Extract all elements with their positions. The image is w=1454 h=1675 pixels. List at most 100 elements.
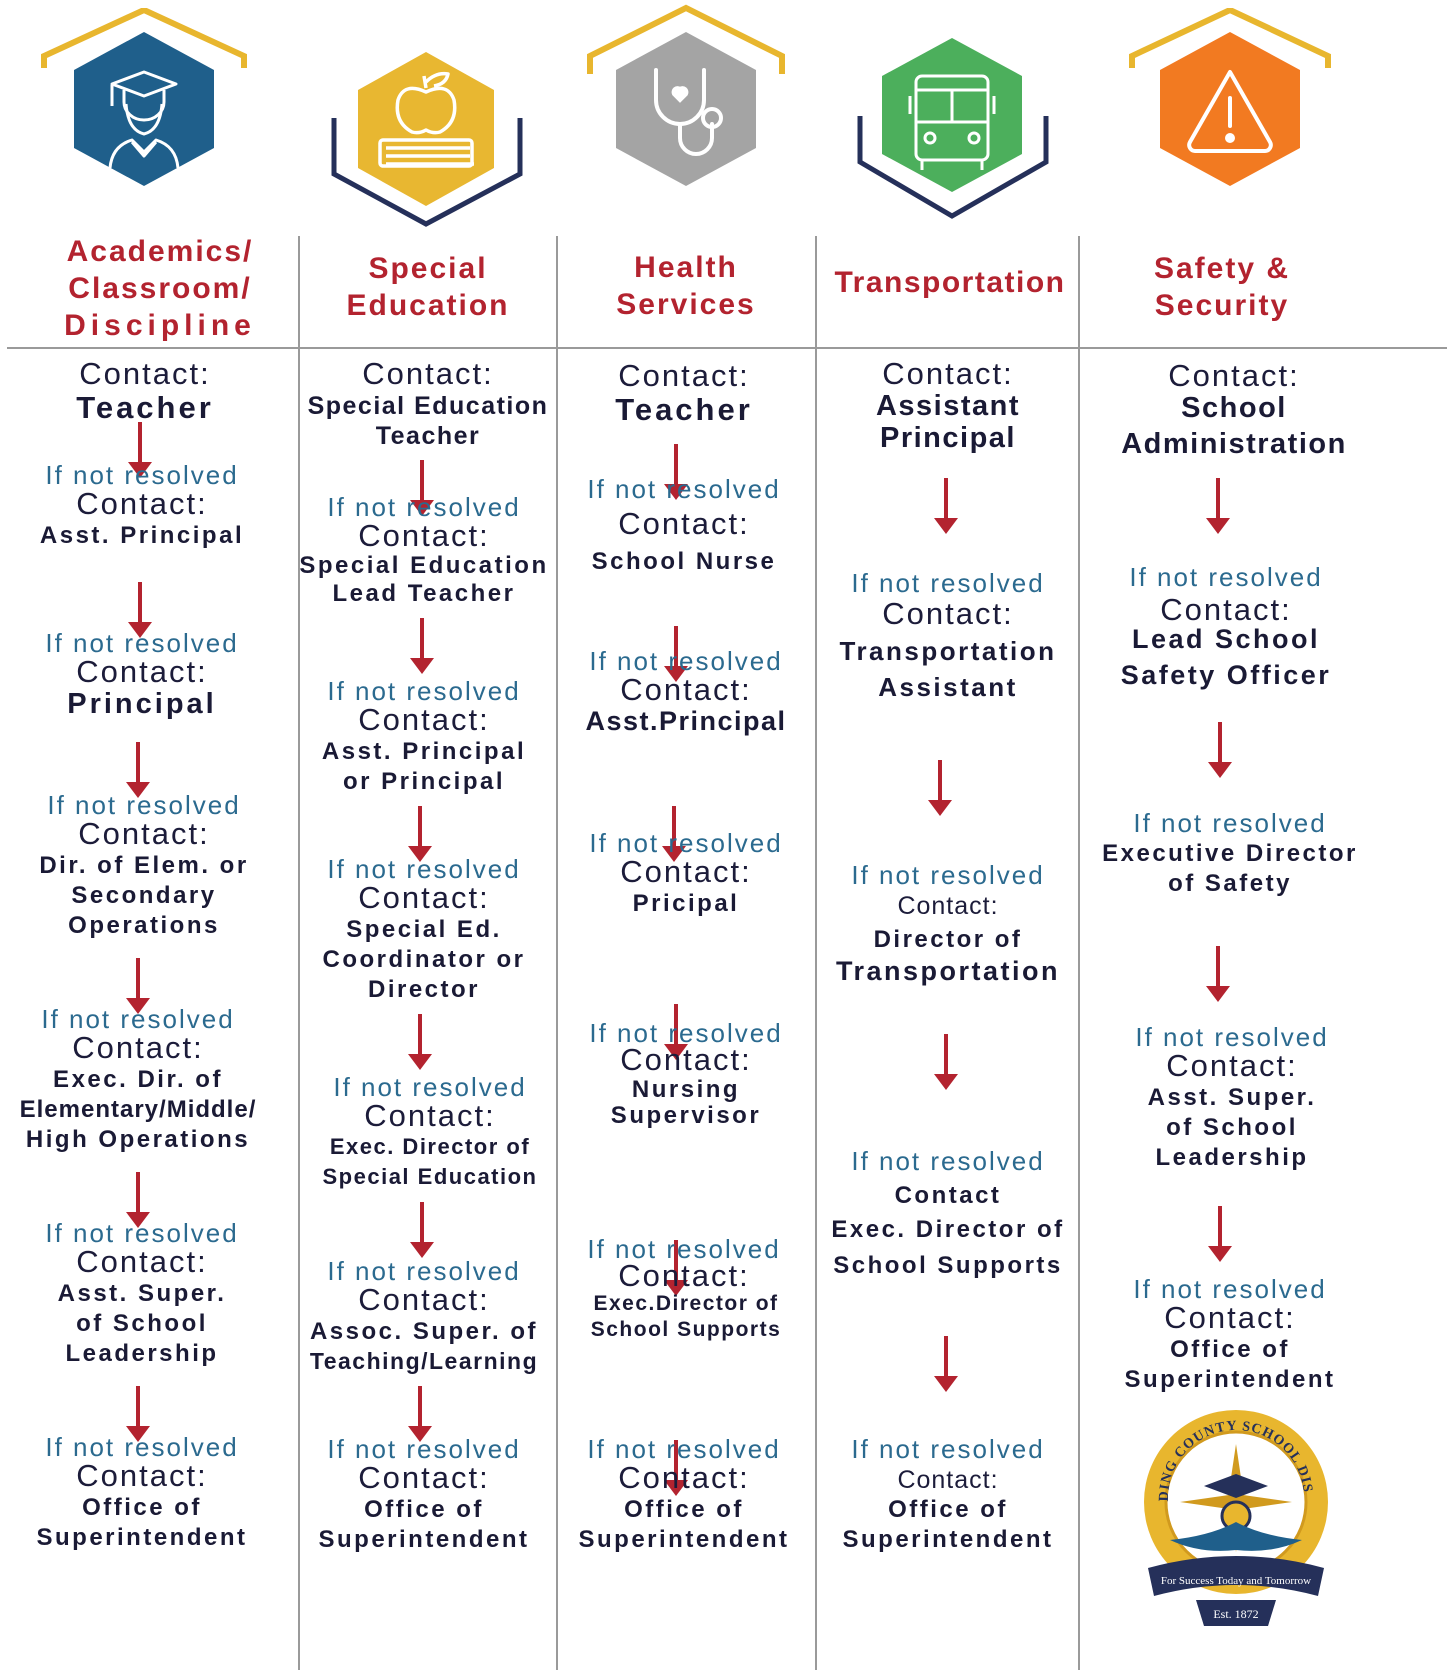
- contact-name: Superintendent: [318, 1526, 530, 1553]
- resolve-label: If not resolved: [45, 1432, 239, 1462]
- contact-name: Asst. Super.: [57, 1280, 227, 1307]
- arrow-head: [408, 1426, 432, 1442]
- contact-name: Exec. Director of: [329, 1134, 531, 1159]
- escalation-arrow: [934, 478, 958, 534]
- contact-label: Contact:: [618, 1258, 750, 1293]
- resolve-label: If not resolved: [45, 628, 239, 658]
- escalation-arrow: [664, 1240, 688, 1296]
- contact-label: Contact:: [882, 596, 1014, 631]
- contact-label: Contact:: [882, 356, 1014, 391]
- resolve-label: If not resolved: [587, 474, 781, 504]
- contact-label: Contact:: [618, 506, 750, 541]
- contact-name: Asst.Principal: [585, 706, 787, 736]
- escalation-arrow: [126, 958, 150, 1014]
- contact-name: Principal: [67, 688, 217, 720]
- resolve-label: If not resolved: [1135, 1022, 1329, 1052]
- arrow-shaft: [674, 1240, 678, 1282]
- logo-banner-text: For Success Today and Tomorrow: [1161, 1575, 1311, 1587]
- arrow-head: [934, 1376, 958, 1392]
- contact-label: Contact:: [358, 880, 490, 915]
- arrow-shaft: [938, 760, 942, 802]
- arrow-shaft: [138, 422, 142, 464]
- header-line: Special: [368, 252, 488, 285]
- contact-name: Safety Officer: [1120, 660, 1332, 690]
- escalation-arrow: [664, 444, 688, 500]
- header-academics: Academics/ Classroom/ Discipline: [40, 233, 280, 344]
- header-line: Classroom/: [68, 272, 252, 305]
- contact-name: Principal: [880, 422, 1016, 454]
- contact-name: Teacher: [615, 392, 753, 427]
- arrow-shaft: [420, 1202, 424, 1244]
- arrow-shaft: [136, 1172, 140, 1214]
- escalation-arrow: [408, 1014, 432, 1070]
- resolve-label: If not resolved: [41, 1004, 235, 1034]
- contact-name: Teacher: [375, 422, 481, 450]
- arrow-shaft: [1216, 946, 1220, 988]
- contact-label: Contact:: [358, 702, 490, 737]
- resolve-label: If not resolved: [327, 676, 521, 706]
- escalation-arrow: [410, 460, 434, 516]
- resolve-label: If not resolved: [851, 860, 1045, 890]
- arrow-head: [928, 800, 952, 816]
- arrow-shaft: [944, 1034, 948, 1076]
- academics-icon-badge: [36, 6, 252, 218]
- escalation-arrow: [128, 422, 152, 478]
- contact-name: Special Education: [307, 392, 549, 420]
- resolve-label: If not resolved: [333, 1072, 527, 1102]
- escalation-arrow: [126, 1386, 150, 1442]
- contact-name: Supervisor: [610, 1102, 762, 1129]
- contact-name: Leadership: [65, 1340, 219, 1367]
- resolve-label: If not resolved: [327, 492, 521, 522]
- escalation-arrow: [1208, 722, 1232, 778]
- contact-name: Teacher: [76, 390, 214, 425]
- arrow-head: [128, 622, 152, 638]
- arrow-head: [664, 484, 688, 500]
- contact-name: School: [1181, 392, 1287, 424]
- resolve-label: If not resolved: [327, 1434, 521, 1464]
- arrow-head: [126, 1212, 150, 1228]
- arrow-head: [664, 1280, 688, 1296]
- contact-label: Contact:: [76, 654, 208, 689]
- bus-icon: [908, 74, 996, 170]
- contact-label: Contact:: [897, 1466, 999, 1494]
- contact-name: Teaching/Learning: [309, 1348, 539, 1374]
- arrow-shaft: [418, 1014, 422, 1056]
- arrow-head: [126, 1426, 150, 1442]
- contact-label: Contact:: [79, 356, 211, 391]
- resolve-label: If not resolved: [587, 1234, 781, 1264]
- header-divider: [7, 347, 1447, 349]
- contact-name: Superintendent: [842, 1526, 1054, 1553]
- header-transportation: Transportation: [826, 264, 1074, 301]
- contact-name: Transportation: [839, 636, 1057, 666]
- contact-label: Contact:: [1166, 1048, 1298, 1083]
- special-education-icon-badge: [328, 48, 528, 230]
- contact-name: Asst. Super.: [1147, 1084, 1317, 1111]
- arrow-shaft: [136, 742, 140, 784]
- resolve-label: If not resolved: [1133, 1274, 1327, 1304]
- contact-label: Contact:: [1160, 592, 1292, 627]
- contact-name: High Operations: [25, 1126, 251, 1153]
- contact-name: Executive Director: [1102, 840, 1358, 867]
- escalation-arrow: [1206, 946, 1230, 1002]
- contact-name: Assistant: [875, 390, 1021, 422]
- arrow-shaft: [674, 1004, 678, 1046]
- column-divider: [298, 236, 300, 1670]
- escalation-arrow: [128, 582, 152, 638]
- arrow-shaft: [674, 626, 678, 668]
- arrow-shaft: [418, 1386, 422, 1428]
- contact-label: Contact:: [620, 854, 752, 889]
- transportation-icon-badge: [854, 30, 1054, 226]
- contact-label: Contact:: [358, 518, 490, 553]
- header-line: Education: [346, 289, 510, 322]
- arrow-head: [934, 518, 958, 534]
- escalation-arrow: [1208, 1206, 1232, 1262]
- arrow-shaft: [674, 1440, 678, 1482]
- escalation-arrow: [126, 1172, 150, 1228]
- arrow-shaft: [138, 582, 142, 624]
- resolve-label: If not resolved: [851, 568, 1045, 598]
- contact-name: Lead School: [1131, 624, 1321, 654]
- arrow-shaft: [944, 478, 948, 520]
- contact-name: Transportation: [835, 956, 1061, 986]
- contact-label: Contact:: [620, 1042, 752, 1077]
- contact-label: Contact: [894, 1182, 1002, 1209]
